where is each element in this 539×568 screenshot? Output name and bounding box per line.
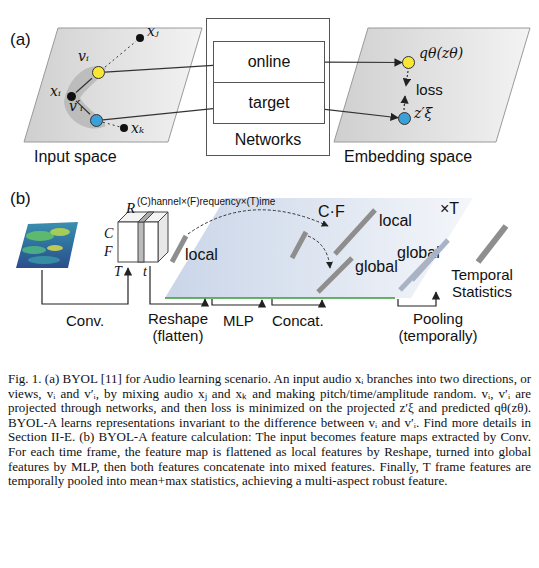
process-box: target bbox=[213, 82, 325, 124]
spectrogram bbox=[16, 222, 78, 268]
mapping-arrows bbox=[188, 210, 330, 268]
spectrogram-base bbox=[16, 222, 78, 268]
dashed-arrow bbox=[308, 236, 330, 268]
cube-slice bbox=[138, 222, 144, 262]
local-bar bbox=[335, 210, 375, 254]
loss-arrow bbox=[406, 71, 408, 86]
step-bracket bbox=[398, 292, 436, 306]
feature-label: C·F bbox=[318, 203, 345, 221]
global-bar bbox=[292, 232, 306, 258]
frame-bar bbox=[412, 240, 448, 280]
spectrogram-blob bbox=[26, 231, 54, 241]
step-bracket bbox=[212, 299, 262, 305]
spectrogram-blob bbox=[47, 245, 63, 251]
text-label: (b) bbox=[10, 189, 31, 209]
dashed-arrow bbox=[188, 210, 328, 234]
figure-caption: Fig. 1. (a) BYOL [11] for Audio learning… bbox=[8, 372, 531, 489]
point-marker: xₖ bbox=[120, 124, 128, 132]
connector bbox=[76, 101, 90, 114]
feature-band: localglobalC·Flocalglobal×T bbox=[165, 196, 477, 300]
global-bar bbox=[318, 258, 352, 292]
cube-front bbox=[118, 222, 158, 262]
plane-outline bbox=[165, 198, 473, 298]
connector bbox=[325, 109, 398, 117]
point-marker: xⱼ bbox=[136, 34, 144, 42]
text-label: (a) bbox=[10, 30, 31, 50]
feature-label: ×T bbox=[440, 200, 459, 218]
step-bracket bbox=[272, 299, 322, 305]
loss-arrow bbox=[404, 96, 405, 110]
spectrogram-energy bbox=[22, 228, 70, 264]
connector bbox=[76, 78, 92, 92]
process-box: online bbox=[213, 41, 325, 83]
point-marker: vᵢ bbox=[92, 66, 105, 79]
spectrogram-blob bbox=[28, 256, 60, 264]
cube-slice bbox=[138, 212, 154, 222]
connector bbox=[103, 109, 213, 120]
cube-side bbox=[158, 212, 168, 262]
step-brackets bbox=[42, 266, 436, 306]
point-label: z′ξ bbox=[414, 105, 432, 121]
space-plane: Embedding space qθ(zθ) z′ξ bbox=[330, 24, 535, 170]
space-label: Input space bbox=[34, 148, 117, 166]
connector bbox=[105, 41, 136, 67]
text-label: Conv. bbox=[66, 312, 104, 329]
box-label: target bbox=[214, 94, 324, 112]
local-bar bbox=[172, 236, 186, 262]
text-label: Reshape (flatten) bbox=[138, 310, 218, 345]
connector bbox=[103, 122, 120, 127]
plane-outline bbox=[24, 28, 202, 142]
text-label: t bbox=[143, 264, 147, 280]
text-label: C bbox=[104, 226, 113, 242]
text-label: Temporal Statistics bbox=[442, 266, 522, 301]
point-marker: qθ(zθ) bbox=[402, 56, 415, 69]
point-label: xⱼ bbox=[147, 23, 159, 39]
box-label: online bbox=[214, 53, 324, 71]
point-label: vᵢ bbox=[78, 48, 89, 64]
point-label: xᵢ bbox=[50, 83, 61, 99]
space-plane: Input space xᵢ vᵢ v′ᵢ xⱼ xₖ bbox=[20, 24, 210, 170]
feature-label: local bbox=[379, 212, 412, 230]
feature-label: local bbox=[185, 246, 218, 264]
plane-outline bbox=[334, 28, 530, 142]
connector bbox=[105, 65, 213, 72]
text-label: F bbox=[104, 244, 113, 260]
space-label: Embedding space bbox=[344, 148, 472, 166]
spectrogram-blob bbox=[22, 246, 46, 254]
step-bracket bbox=[150, 266, 205, 304]
view-region bbox=[64, 66, 106, 129]
statistics-bar bbox=[478, 226, 506, 262]
point-marker: v′ᵢ bbox=[90, 114, 103, 127]
point-label: xₖ bbox=[131, 120, 144, 136]
point-marker: z′ξ bbox=[398, 112, 411, 125]
step-bracket bbox=[42, 268, 128, 304]
feature-cube bbox=[118, 212, 168, 262]
process-box: Networks online target bbox=[206, 18, 330, 156]
loss-arrows bbox=[404, 71, 408, 110]
feature-label: global bbox=[355, 258, 398, 276]
text-label: Concat. bbox=[272, 312, 324, 329]
text-label: T bbox=[114, 264, 122, 280]
connector bbox=[325, 62, 402, 63]
green-baseline bbox=[165, 297, 395, 299]
spectrogram-blob bbox=[50, 228, 70, 236]
box-label: Networks bbox=[207, 131, 329, 149]
text-label: Pooling (temporally) bbox=[378, 310, 498, 345]
feature-bars bbox=[172, 210, 506, 292]
point-label: qθ(zθ) bbox=[419, 45, 463, 61]
text-label: MLP bbox=[223, 312, 254, 329]
